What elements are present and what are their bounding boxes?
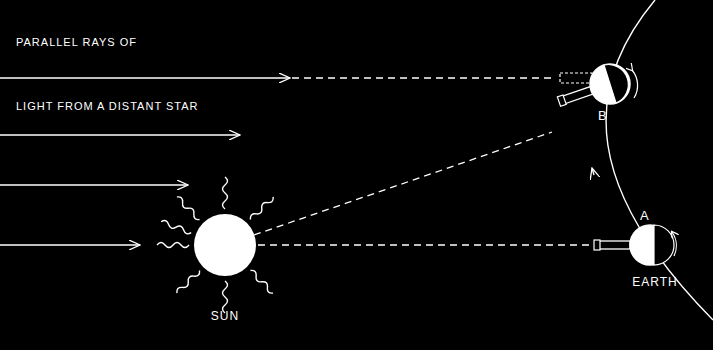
earth-a: [594, 225, 676, 265]
dashed-ray: [292, 77, 556, 78]
light-ray: [0, 244, 140, 245]
caption-text: PARALLEL RAYS OF: [16, 36, 137, 48]
caption-text: LIGHT FROM A DISTANT STAR: [16, 100, 199, 112]
sight-line: [258, 244, 596, 245]
point-label: B: [598, 108, 608, 123]
orbit-arrow: [592, 168, 594, 175]
orbit: [606, 0, 713, 320]
earth-b: [557, 64, 637, 106]
point-label: A: [640, 208, 650, 223]
light-ray: [0, 77, 290, 78]
sight-line: [254, 132, 552, 235]
light-ray: [0, 184, 188, 185]
light-ray: [0, 134, 240, 135]
earth-label: EARTH: [632, 275, 677, 289]
sun-label: SUN: [211, 309, 239, 323]
sun: [157, 177, 275, 313]
